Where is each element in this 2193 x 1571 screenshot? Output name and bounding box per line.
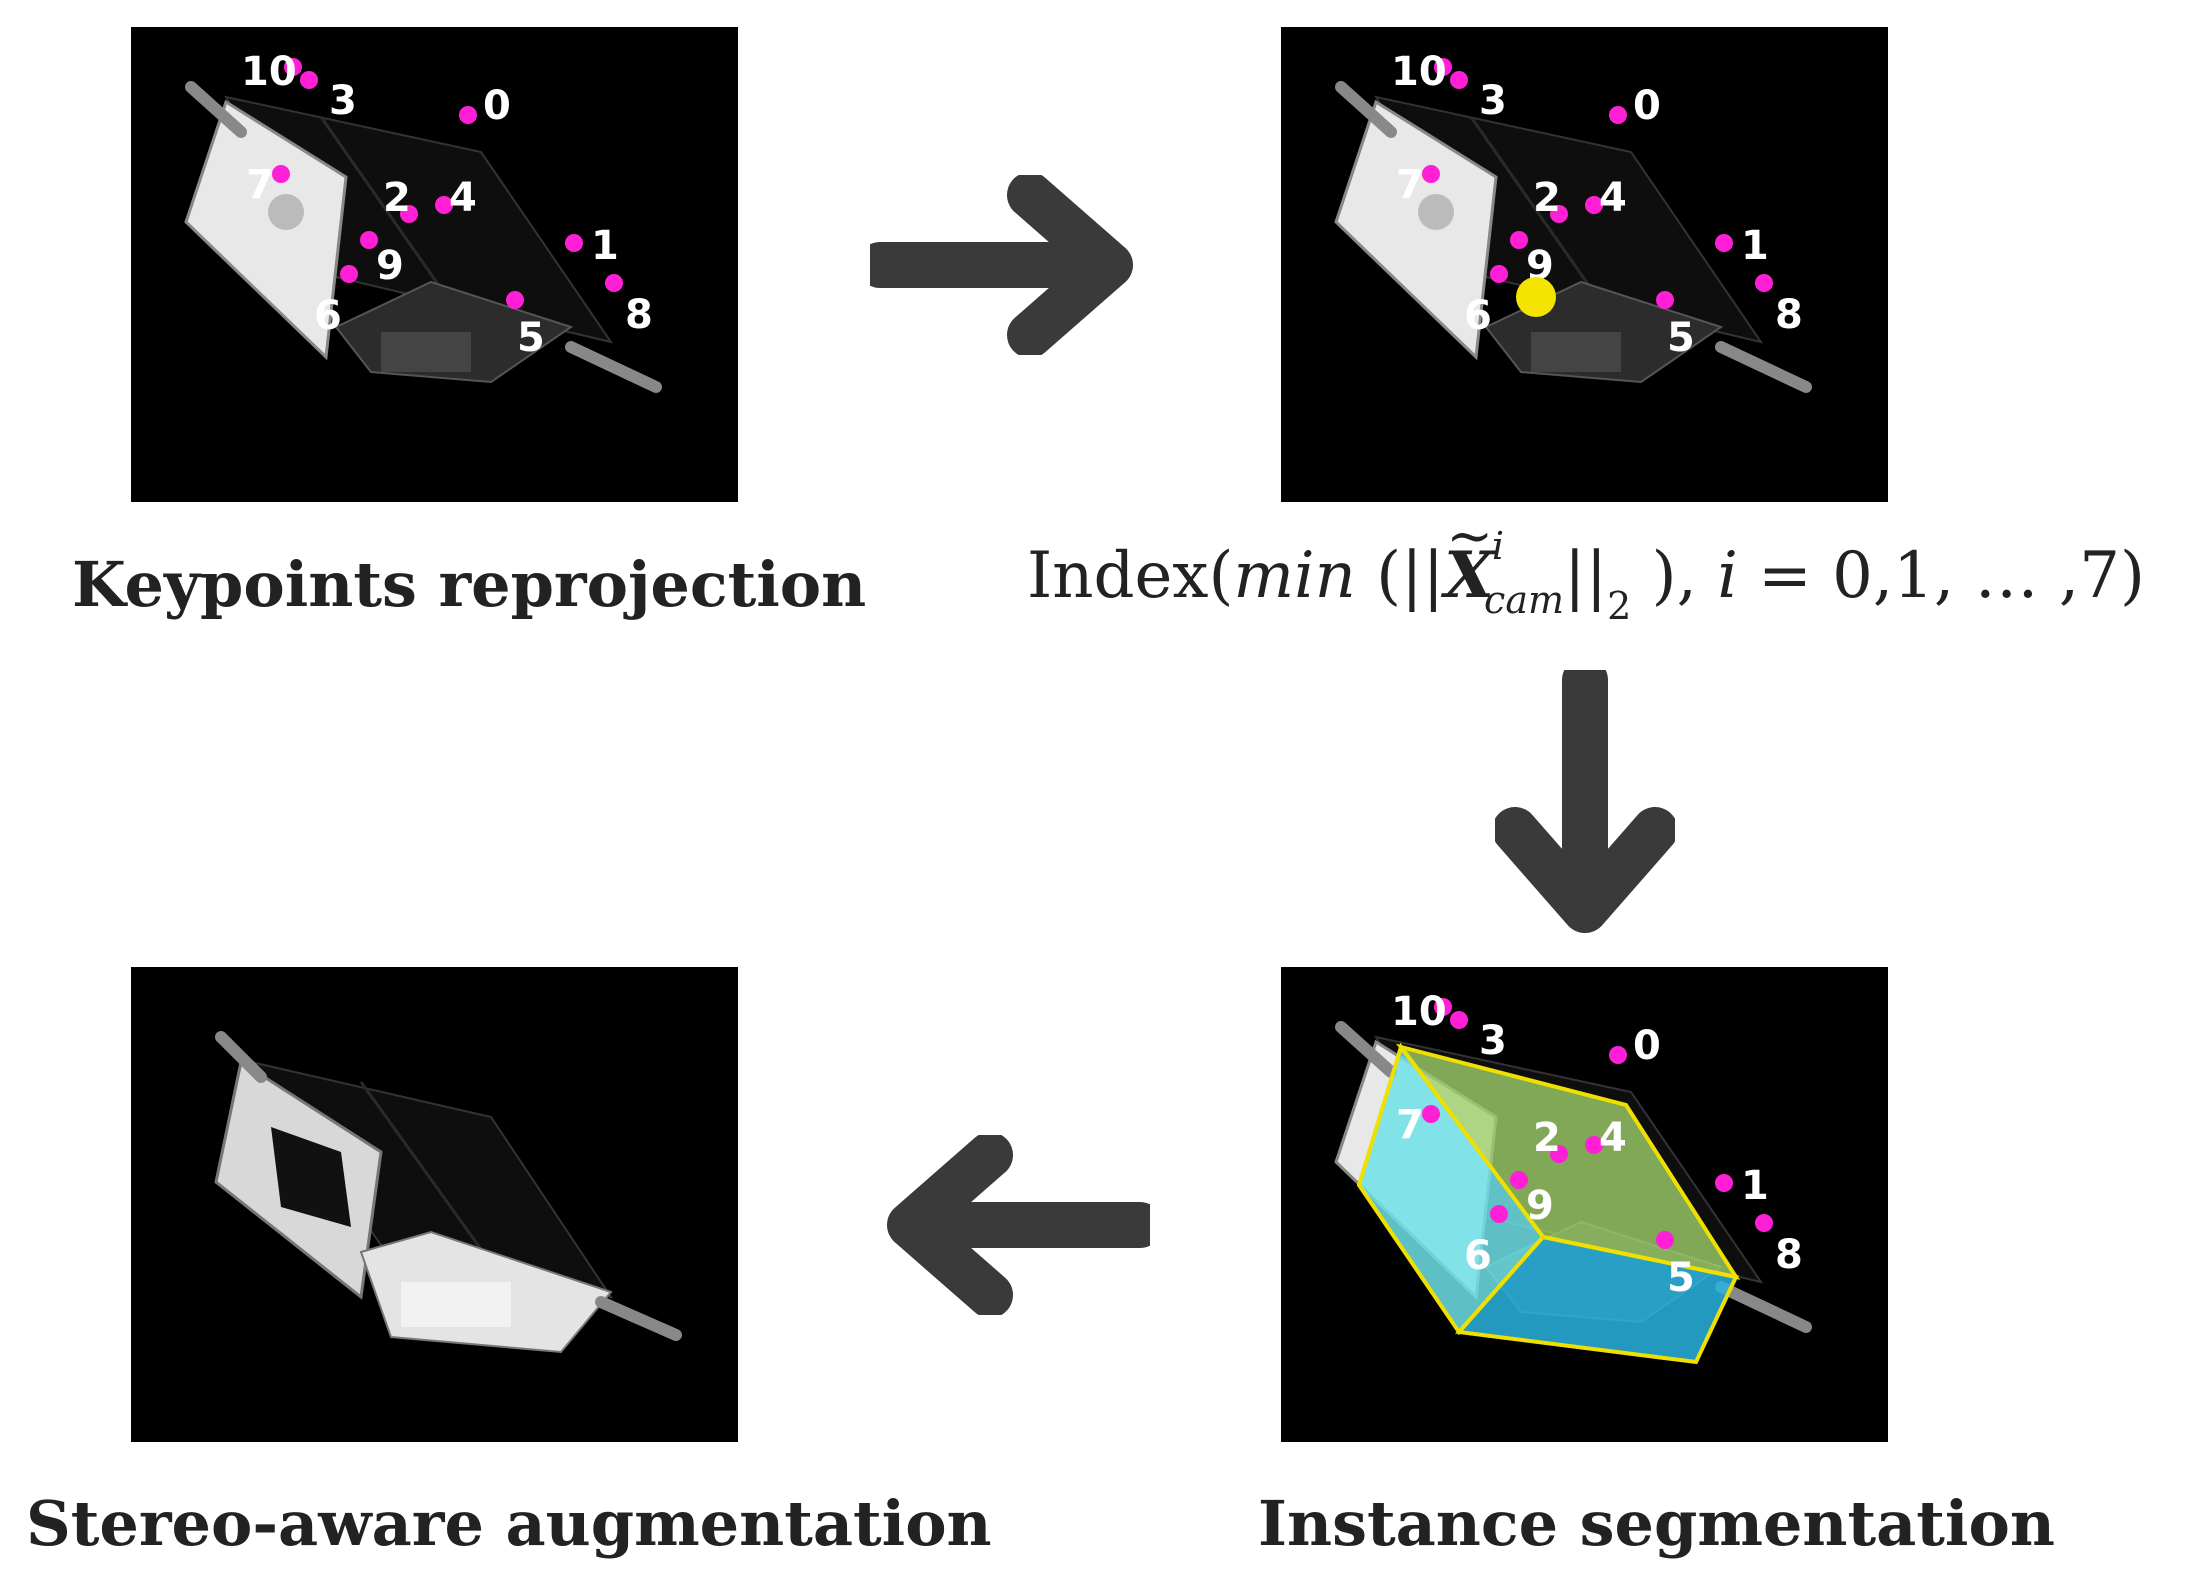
keypoint-2-label: 2 xyxy=(1533,175,1561,221)
keypoint-2-label: 2 xyxy=(383,175,411,221)
keypoint-6-marker xyxy=(340,265,358,283)
keypoint-5-marker xyxy=(506,291,524,309)
keypoint-8-label: 8 xyxy=(625,292,653,338)
keypoint-10-label: 10 xyxy=(241,49,297,95)
keypoint-8-label: 8 xyxy=(1775,292,1803,338)
formula-superscript: i xyxy=(1491,524,1505,568)
keypoint-8-marker xyxy=(605,274,623,292)
formula-open: (|| xyxy=(1355,539,1445,613)
formula-func: min xyxy=(1233,539,1356,613)
keypoint-8-marker xyxy=(1755,274,1773,292)
keypoint-1-label: 1 xyxy=(591,223,619,269)
formula-variable: ~X xyxy=(1444,504,1494,613)
keypoint-0-label: 0 xyxy=(483,83,511,129)
box-side-face xyxy=(1454,1234,1739,1365)
nearest-keypoint-formula: Index(min (||~Xicam||2 ), i = 0,1, … ,7) xyxy=(1027,504,2145,628)
keypoint-0-marker xyxy=(459,106,477,124)
nearest-keypoint-highlight xyxy=(1516,277,1556,317)
keypoint-7-marker xyxy=(1422,1105,1440,1123)
keypoint-3-marker xyxy=(1450,1011,1468,1029)
keypoint-10-marker xyxy=(1434,998,1452,1016)
keypoint-9-label: 9 xyxy=(376,243,404,289)
keypoint-1-marker xyxy=(1715,1174,1733,1192)
keypoint-7-label: 7 xyxy=(1396,1102,1424,1148)
keypoint-10-marker xyxy=(1434,58,1452,76)
caption-instance-segmentation: Instance segmentation xyxy=(1258,1487,2055,1560)
keypoint-10-marker xyxy=(284,58,302,76)
keypoint-0-label: 0 xyxy=(1633,83,1661,129)
keypoint-7-label: 7 xyxy=(246,162,274,208)
keypoint-6-marker xyxy=(1490,1205,1508,1223)
formula-prefix: Index( xyxy=(1027,539,1234,613)
keypoint-8-marker xyxy=(1755,1214,1773,1232)
keypoint-3-label: 3 xyxy=(1479,78,1507,124)
keypoint-7-marker xyxy=(272,165,290,183)
arrow-down-icon xyxy=(1495,670,1675,933)
formula-close: ), xyxy=(1631,539,1697,613)
keypoint-4-marker xyxy=(435,196,453,214)
keypoint-1-marker xyxy=(565,234,583,252)
caption-keypoints-reprojection: Keypoints reprojection xyxy=(72,548,867,621)
augmented-satellite-render xyxy=(214,1031,682,1354)
keypoint-4-label: 4 xyxy=(1599,175,1627,221)
keypoint-5-label: 5 xyxy=(1667,1255,1695,1301)
keypoint-5-marker xyxy=(1656,1231,1674,1249)
keypoint-3-marker xyxy=(300,71,318,89)
keypoint-9-marker xyxy=(360,231,378,249)
stereo-aware-augmentation-image xyxy=(131,967,738,1442)
keypoint-1-label: 1 xyxy=(1741,1163,1769,1209)
keypoint-2-marker xyxy=(1550,1145,1568,1163)
keypoint-4-label: 4 xyxy=(449,175,477,221)
segmentation-box xyxy=(1356,1042,1741,1365)
keypoints-reprojection-image: 0 1 2 3 4 5 6 7 8 9 10 xyxy=(131,27,738,502)
keypoint-0-marker xyxy=(1609,106,1627,124)
keypoint-4-label: 4 xyxy=(1599,1115,1627,1161)
formula-range: = 0,1, … ,7) xyxy=(1737,539,2145,613)
keypoint-6-label: 6 xyxy=(314,293,342,339)
keypoint-6-label: 6 xyxy=(1464,293,1492,339)
keypoint-3-label: 3 xyxy=(329,78,357,124)
formula-norm: || xyxy=(1564,539,1608,613)
formula-norm-subscript: 2 xyxy=(1607,584,1632,628)
formula-index-var: i xyxy=(1717,539,1738,613)
keypoint-markers: 0 1 2 3 4 5 6 7 8 9 10 xyxy=(241,49,653,361)
keypoint-10-label: 10 xyxy=(1391,989,1447,1035)
keypoint-1-marker xyxy=(1715,234,1733,252)
keypoint-3-marker xyxy=(1450,71,1468,89)
keypoint-1-label: 1 xyxy=(1741,223,1769,269)
keypoint-2-marker xyxy=(1550,205,1568,223)
keypoint-7-label: 7 xyxy=(1396,162,1424,208)
instance-segmentation-image: 0 1 2 3 4 5 6 7 8 9 10 xyxy=(1281,967,1888,1442)
keypoint-0-label: 0 xyxy=(1633,1023,1661,1069)
keypoint-0-marker xyxy=(1609,1046,1627,1064)
keypoint-7-marker xyxy=(1422,165,1440,183)
keypoint-9-label: 9 xyxy=(1526,1183,1554,1229)
keypoint-3-label: 3 xyxy=(1479,1018,1507,1064)
keypoint-2-label: 2 xyxy=(1533,1115,1561,1161)
keypoint-10-label: 10 xyxy=(1391,49,1447,95)
satellite-render: 0 1 2 3 4 5 6 7 8 9 10 xyxy=(184,49,662,393)
keypoint-6-marker xyxy=(1490,265,1508,283)
keypoint-6-label: 6 xyxy=(1464,1233,1492,1279)
keypoint-9-marker xyxy=(1510,1171,1528,1189)
keypoint-9-marker xyxy=(1510,231,1528,249)
caption-stereo-aware-augmentation: Stereo-aware augmentation xyxy=(26,1487,992,1560)
keypoint-5-marker xyxy=(1656,291,1674,309)
keypoint-5-label: 5 xyxy=(1667,315,1695,361)
keypoint-4-marker xyxy=(1585,1136,1603,1154)
keypoint-2-marker xyxy=(400,205,418,223)
arrow-right-icon xyxy=(870,175,1133,355)
keypoint-markers: 0 1 2 3 4 5 6 7 8 9 10 xyxy=(1391,989,1803,1301)
keypoint-4-marker xyxy=(1585,196,1603,214)
keypoint-5-label: 5 xyxy=(517,315,545,361)
satellite-render: 0 1 2 3 4 5 6 7 8 9 10 xyxy=(1334,989,1812,1365)
arrow-left-icon xyxy=(887,1135,1150,1315)
keypoint-8-label: 8 xyxy=(1775,1232,1803,1278)
formula-subscript: cam xyxy=(1484,578,1565,622)
